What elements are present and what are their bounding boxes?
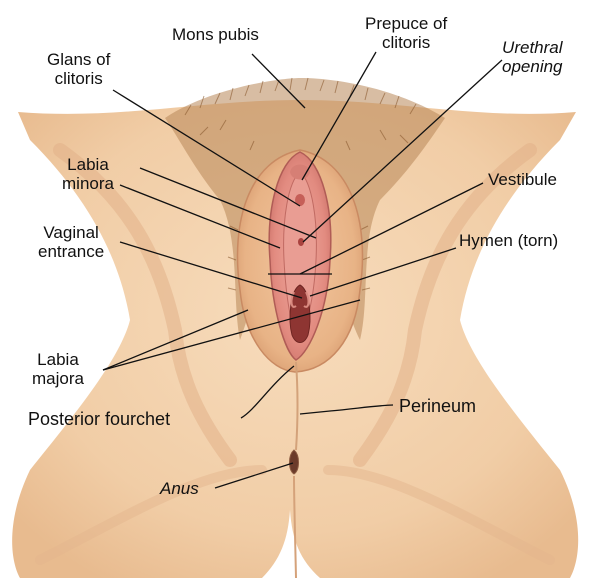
label-prepuce-line1: Prepuce of xyxy=(365,14,447,33)
label-labia-minora-line1: Labia xyxy=(62,155,114,174)
label-hymen-text: Hymen (torn) xyxy=(459,231,558,250)
label-anus: Anus xyxy=(160,479,199,498)
label-glans-line2: clitoris xyxy=(47,69,110,88)
label-labia-majora: Labia majora xyxy=(32,350,84,388)
label-glans-line1: Glans of xyxy=(47,50,110,69)
label-urethral-opening: Urethral opening xyxy=(502,38,563,76)
label-hymen-torn: Hymen (torn) xyxy=(459,231,558,250)
anus-shape xyxy=(290,450,299,474)
label-vestibule: Vestibule xyxy=(488,170,557,189)
label-prepuce-line2: clitoris xyxy=(365,33,447,52)
label-perineum: Perineum xyxy=(399,397,476,416)
label-labia-minora-line2: minora xyxy=(62,174,114,193)
label-mons-pubis: Mons pubis xyxy=(172,25,259,44)
label-mons-pubis-text: Mons pubis xyxy=(172,25,259,44)
label-perineum-text: Perineum xyxy=(399,396,476,416)
label-labia-minora: Labia minora xyxy=(62,155,114,193)
label-anus-text: Anus xyxy=(160,479,199,498)
label-urethral-line2: opening xyxy=(502,57,563,76)
label-vaginal-line1: Vaginal xyxy=(38,223,104,242)
label-urethral-line1: Urethral xyxy=(502,38,563,57)
label-vaginal-entrance: Vaginal entrance xyxy=(38,223,104,261)
label-glans-of-clitoris: Glans of clitoris xyxy=(47,50,110,88)
label-vaginal-line2: entrance xyxy=(38,242,104,261)
label-labia-majora-line1: Labia xyxy=(32,350,84,369)
label-prepuce-of-clitoris: Prepuce of clitoris xyxy=(365,14,447,52)
label-posterior-fourchet-text: Posterior fourchet xyxy=(28,409,170,429)
label-vestibule-text: Vestibule xyxy=(488,170,557,189)
label-posterior-fourchet: Posterior fourchet xyxy=(28,410,170,429)
label-labia-majora-line2: majora xyxy=(32,369,84,388)
